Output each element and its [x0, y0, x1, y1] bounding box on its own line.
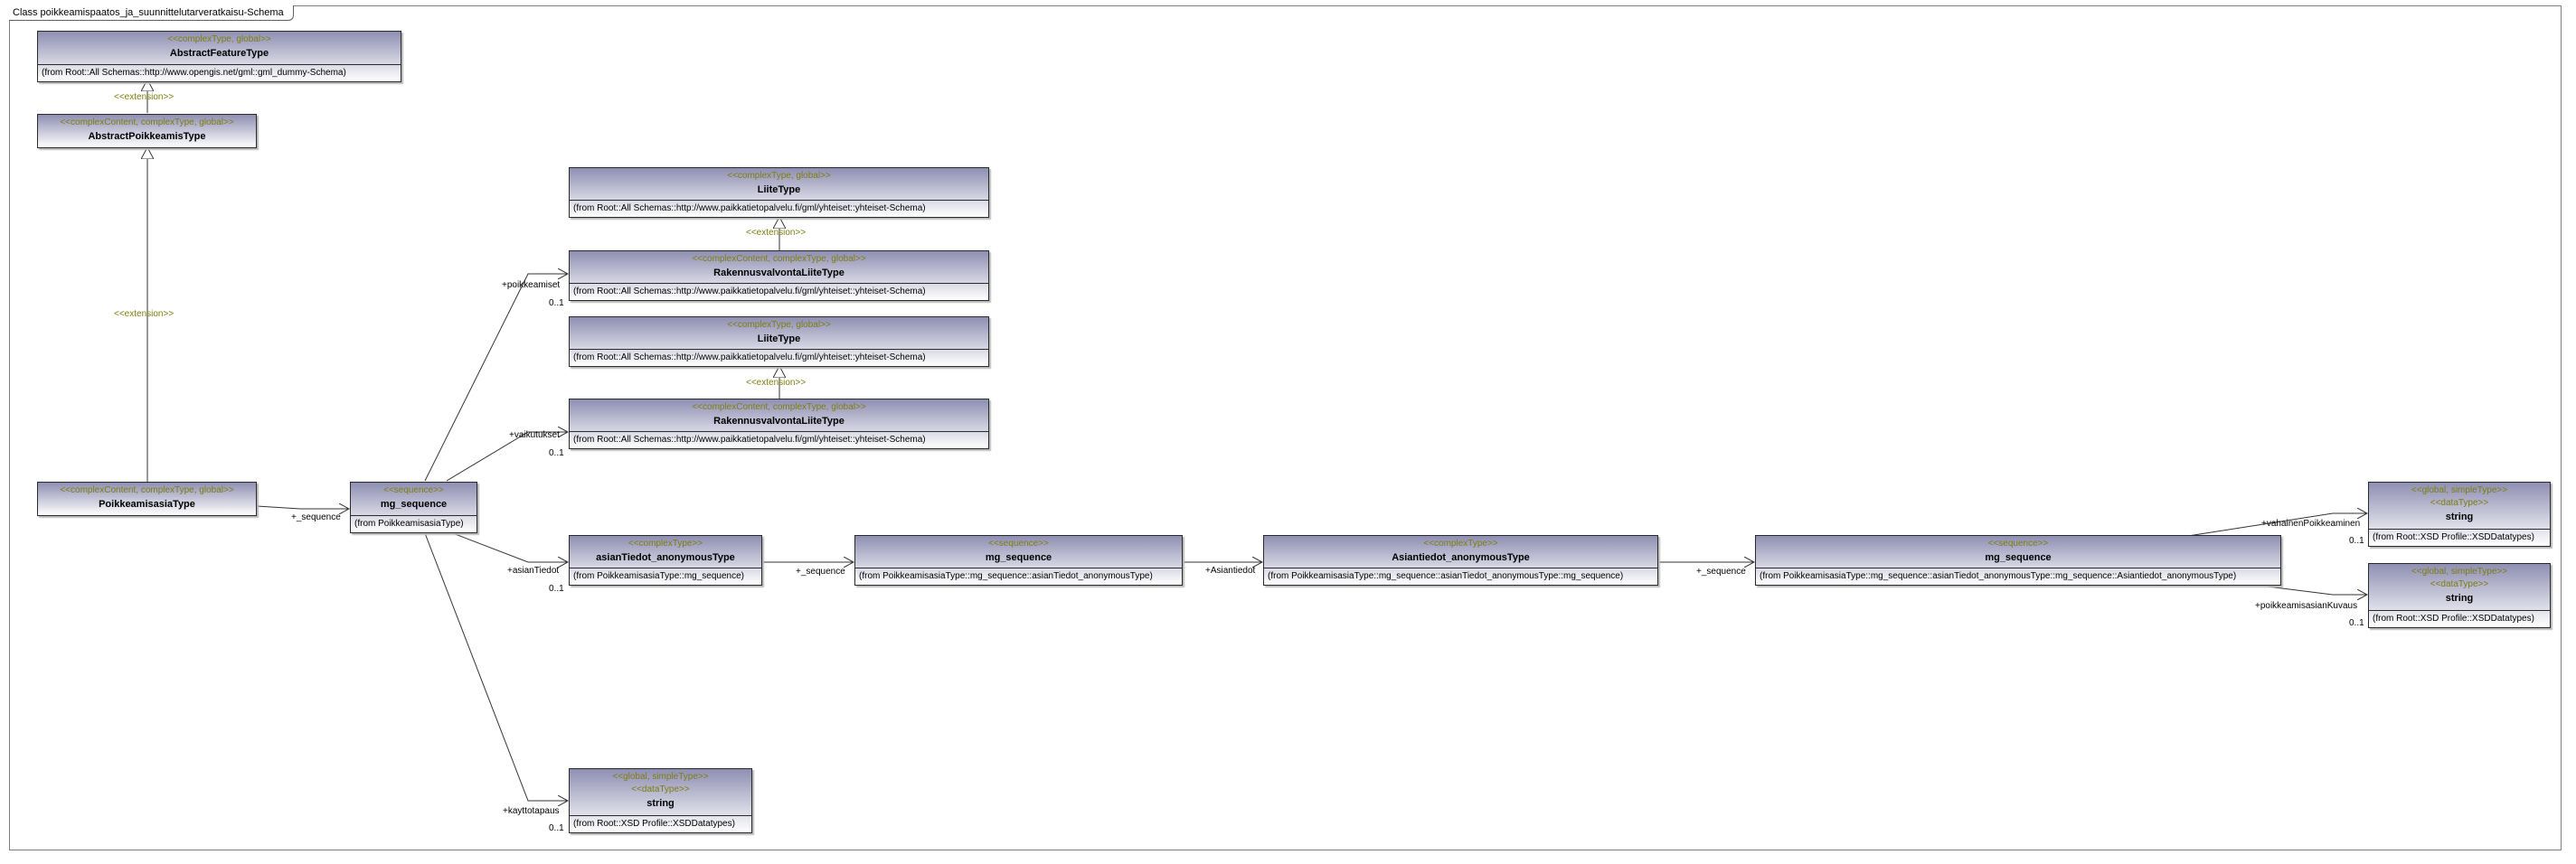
from-path: (from Root::XSD Profile::XSDDatatypes) — [570, 815, 751, 832]
extension-label: <<extension>> — [746, 228, 807, 238]
role-label: +_sequence — [796, 567, 845, 577]
stereotype: <<complexType>> — [1423, 539, 1498, 549]
class-mg-sequence-1[interactable]: <<sequence>> mg_sequence (from Poikkeami… — [350, 482, 477, 533]
multiplicity-label: 0..1 — [549, 584, 564, 594]
class-name: AbstractPoikkeamisType — [88, 131, 206, 142]
role-label: +_sequence — [1696, 567, 1746, 577]
stereotype: <<complexType, global>> — [727, 171, 831, 181]
multiplicity-label: 0..1 — [2349, 618, 2364, 628]
class-name: LiiteType — [757, 333, 801, 344]
class-mg-sequence-3[interactable]: <<sequence>> mg_sequence (from Poikkeami… — [1755, 535, 2281, 586]
extension-label: <<extension>> — [114, 92, 175, 102]
assoc-sequence-1 — [256, 506, 349, 509]
from-path: (from PoikkeamisasiaType::mg_sequence) — [570, 568, 761, 585]
class-liite-type-2[interactable]: <<complexType, global>> LiiteType (from … — [569, 316, 989, 367]
class-abstract-feature-type[interactable]: <<complexType, global>> AbstractFeatureT… — [37, 31, 401, 82]
stereotype: <<complexContent, complexType, global>> — [60, 117, 234, 127]
class-name: asianTiedot_anonymousType — [596, 552, 735, 563]
class-name: Asiantiedot_anonymousType — [1392, 552, 1530, 563]
assoc-asianTiedot — [433, 525, 568, 562]
role-label: +_sequence — [291, 512, 341, 522]
class-name: mg_sequence — [985, 552, 1052, 563]
role-label: +poikkeamisasianKuvaus — [2255, 601, 2358, 611]
stereotype: <<sequence>> — [988, 539, 1049, 549]
class-Asiantiedot-anonymous-type[interactable]: <<complexType>> Asiantiedot_anonymousTyp… — [1263, 535, 1658, 586]
class-mg-sequence-2[interactable]: <<sequence>> mg_sequence (from Poikkeami… — [854, 535, 1183, 586]
from-path: (from PoikkeamisasiaType::mg_sequence::a… — [1756, 568, 2280, 585]
stereotype: <<complexType, global>> — [727, 320, 831, 330]
assoc-vahainen — [2187, 513, 2367, 537]
stereotype-datatype: <<dataType>> — [2430, 579, 2489, 589]
role-label: +vahainenPoikkeaminen — [2261, 519, 2361, 529]
stereotype: <<complexType>> — [627, 539, 703, 549]
class-string-3[interactable]: <<global, simpleType>> <<dataType>> stri… — [569, 768, 752, 833]
class-string-1[interactable]: <<global, simpleType>> <<dataType>> stri… — [2368, 482, 2551, 547]
multiplicity-label: 0..1 — [2349, 536, 2364, 546]
multiplicity-label: 0..1 — [549, 448, 564, 458]
extension-label: <<extension>> — [746, 378, 807, 388]
class-asiantiedot-anonymous-type[interactable]: <<complexType>> asianTiedot_anonymousTyp… — [569, 535, 762, 586]
from-path: (from Root::All Schemas::http://www.paik… — [570, 283, 988, 300]
diagram-frame — [9, 5, 2562, 850]
from-path: (from PoikkeamisasiaType::mg_sequence::a… — [855, 568, 1182, 585]
from-path: (from Root::All Schemas::http://www.paik… — [570, 349, 988, 366]
stereotype: <<global, simpleType>> — [2411, 485, 2508, 495]
stereotype: <<complexContent, complexType, global>> — [60, 485, 234, 495]
class-rakennusvalvonta-liite-type-2[interactable]: <<complexContent, complexType, global>> … — [569, 399, 989, 449]
class-name: mg_sequence — [1985, 552, 2052, 563]
class-name: RakennusvalvontaLiiteType — [713, 268, 845, 278]
role-label: +asianTiedot — [507, 566, 560, 576]
class-string-2[interactable]: <<global, simpleType>> <<dataType>> stri… — [2368, 563, 2551, 628]
stereotype-datatype: <<dataType>> — [631, 784, 690, 794]
multiplicity-label: 0..1 — [549, 298, 564, 308]
class-name: PoikkeamisasiaType — [99, 499, 195, 510]
role-label: +poikkeamiset — [502, 280, 561, 290]
multiplicity-label: 0..1 — [549, 823, 564, 833]
assoc-kayttotapaus — [424, 532, 568, 801]
stereotype: <<sequence>> — [1987, 539, 2049, 549]
stereotype: <<global, simpleType>> — [2411, 567, 2508, 577]
class-abstract-poikkeamis-type[interactable]: <<complexContent, complexType, global>> … — [37, 114, 257, 148]
class-rakennusvalvonta-liite-type-1[interactable]: <<complexContent, complexType, global>> … — [569, 250, 989, 301]
class-name: mg_sequence — [380, 499, 448, 510]
class-name: AbstractFeatureType — [169, 48, 269, 59]
from-path: (from Root::All Schemas::http://www.open… — [38, 64, 401, 81]
class-name: string — [2445, 593, 2474, 604]
class-name: string — [646, 798, 675, 809]
stereotype: <<global, simpleType>> — [612, 772, 709, 782]
stereotype-datatype: <<dataType>> — [2430, 498, 2489, 508]
stereotype: <<complexContent, complexType, global>> — [692, 402, 866, 412]
assoc-kuvaus — [2260, 585, 2367, 595]
from-path: (from PoikkeamisasiaType) — [351, 515, 477, 532]
role-label: +kayttotapaus — [503, 806, 560, 816]
from-path: (from Root::All Schemas::http://www.paik… — [570, 200, 988, 217]
stereotype: <<sequence>> — [383, 485, 444, 495]
class-name: string — [2445, 512, 2474, 522]
diagram-title: Class poikkeamispaatos_ja_suunnittelutar… — [9, 5, 294, 21]
class-liite-type-1[interactable]: <<complexType, global>> LiiteType (from … — [569, 167, 989, 218]
from-path: (from PoikkeamisasiaType::mg_sequence::a… — [1264, 568, 1657, 585]
class-name: RakennusvalvontaLiiteType — [713, 416, 845, 427]
stereotype: <<complexContent, complexType, global>> — [692, 254, 866, 264]
from-path: (from Root::XSD Profile::XSDDatatypes) — [2369, 610, 2550, 627]
assoc-vaikutukset — [446, 432, 568, 482]
from-path: (from Root::All Schemas::http://www.paik… — [570, 431, 988, 448]
role-label: +Asiantiedot — [1205, 566, 1256, 576]
stereotype: <<complexType, global>> — [167, 34, 271, 44]
assoc-poikkeamiset — [424, 274, 568, 482]
extension-label: <<extension>> — [114, 309, 175, 319]
class-name: LiiteType — [757, 184, 801, 195]
from-path: (from Root::XSD Profile::XSDDatatypes) — [2369, 529, 2550, 546]
role-label: +vaikutukset — [509, 430, 560, 440]
class-poikkeamisasia-type[interactable]: <<complexContent, complexType, global>> … — [37, 482, 257, 516]
